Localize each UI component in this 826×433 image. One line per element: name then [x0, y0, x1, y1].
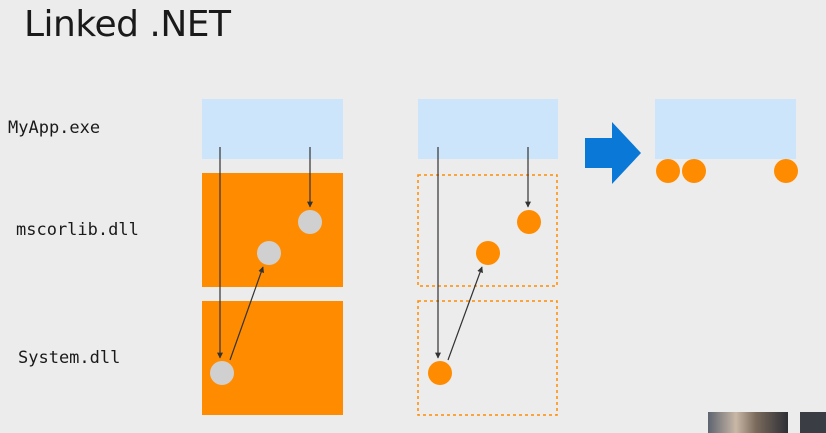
label-mscorlib: mscorlib.dll [16, 220, 139, 240]
mscorlib-box-before [202, 173, 343, 287]
trimmed-method-dot-1 [517, 210, 541, 234]
trimmed-arrow-3 [447, 266, 483, 361]
trimmed-group [417, 99, 558, 416]
system-box-trimmed [417, 300, 558, 416]
reference-arrow-3 [229, 266, 265, 361]
linked-result-group [655, 99, 798, 183]
myapp-box-linked [655, 99, 796, 159]
linked-method-dot-3 [774, 159, 798, 183]
mscorlib-box-trimmed [417, 174, 558, 287]
transform-arrow-icon [585, 122, 641, 184]
linked-method-dot-1 [656, 159, 680, 183]
label-system: System.dll [18, 348, 121, 368]
myapp-box-trimmed [418, 99, 558, 159]
mscorlib-method-dot-1 [298, 210, 322, 234]
linked-method-dot-2 [682, 159, 706, 183]
mscorlib-method-dot-2 [257, 241, 281, 265]
before-linking-group [202, 99, 343, 415]
trimmed-method-dot-3 [428, 361, 452, 385]
myapp-box-before [202, 99, 343, 159]
video-thumbnail-secondary [800, 412, 826, 433]
label-myapp: MyApp.exe [8, 118, 101, 138]
slide-title: Linked .NET [24, 4, 231, 45]
system-box-before [202, 301, 343, 415]
system-method-dot [210, 361, 234, 385]
trimmed-method-dot-2 [476, 241, 500, 265]
presenter-video-thumbnail [708, 412, 788, 433]
